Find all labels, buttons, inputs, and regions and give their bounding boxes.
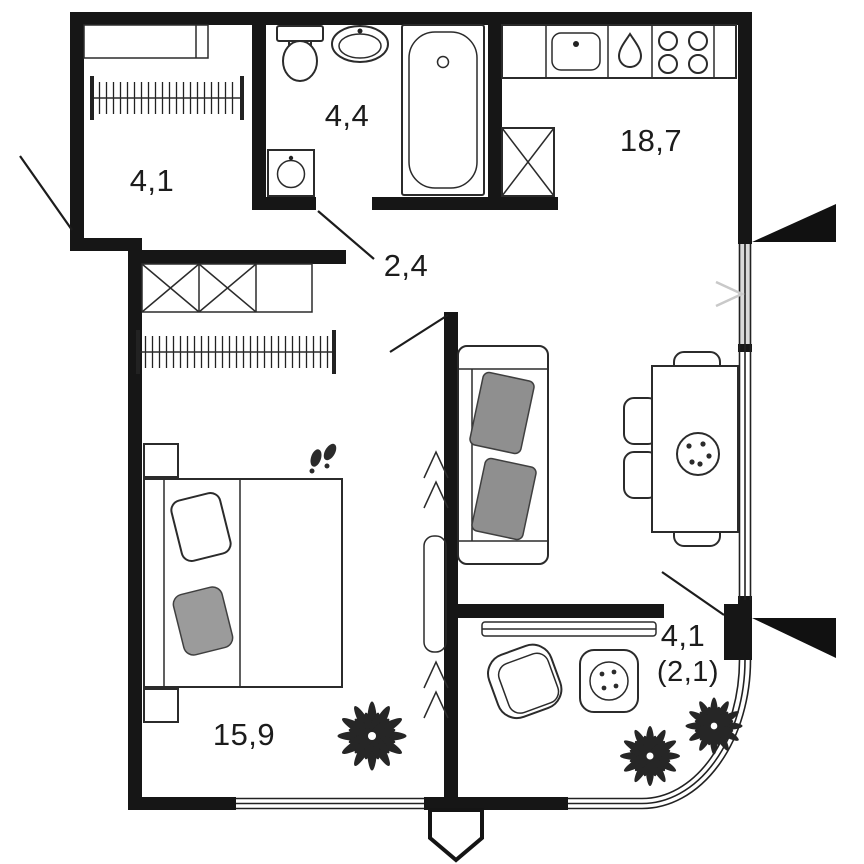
wall-left-lower [128, 238, 142, 810]
side-table-icon [579, 649, 639, 713]
window-bottom-glazing-lines [236, 797, 424, 810]
sink-cabinet-icon [267, 149, 315, 197]
footprints-icon [309, 443, 337, 474]
dining-table-icon [651, 365, 739, 533]
room-label-corridor: 2,4 [384, 248, 429, 283]
sofa-cushion [469, 371, 535, 455]
wall-bathroom-bottom-b [372, 197, 558, 210]
balcony-door-leaf [661, 571, 725, 616]
north-marker-icon [428, 808, 484, 863]
entrance-door-icon [19, 155, 73, 231]
nightstand-icon [143, 688, 179, 723]
plate-icon [676, 432, 720, 476]
balcony-glazing-lines [568, 659, 752, 810]
room-label-hallway: 4,1 [130, 163, 175, 198]
tap-dot [288, 155, 294, 161]
pillow-icon [170, 491, 232, 563]
window-right-glazing-lines [738, 244, 752, 600]
wall-left-upper [70, 12, 84, 244]
room-label-loggia-secondary: (2,1) [657, 656, 719, 688]
wall-hall-bottom [70, 238, 142, 251]
room-label-bathroom: 4,4 [325, 98, 370, 133]
doors [19, 155, 725, 616]
wall-top [70, 12, 752, 25]
living-room-furniture [457, 345, 739, 637]
wall-balcony-corner-block [724, 604, 752, 660]
wall-bathroom-left [252, 12, 266, 210]
tv-console-icon [423, 450, 449, 719]
plan-markers [428, 204, 836, 863]
wall-balcony-divider [444, 604, 664, 618]
dining-set [623, 351, 739, 547]
sofa-cushion [471, 457, 537, 541]
section-arrow-icon [752, 618, 836, 658]
wall-bottom-b [424, 797, 568, 810]
windows [236, 244, 752, 810]
stove-icon [658, 31, 708, 74]
wall-right-upper [738, 12, 752, 244]
pillow-icon [172, 586, 234, 656]
bed-icon [143, 443, 343, 723]
bathroom-fixtures [267, 24, 485, 197]
washbasin-icon [331, 25, 389, 63]
bedroom-furniture [136, 263, 449, 771]
hall-cabinet-icon [83, 24, 209, 59]
room-labels: 4,1 4,4 2,4 18,7 15,9 4,1 (2,1) [130, 98, 719, 752]
window-vent-chevron-icon [715, 280, 745, 308]
kitchen-sink-icon [551, 32, 601, 71]
toilet-icon [276, 25, 324, 82]
sofa-icon [457, 345, 549, 565]
hallway-furniture [83, 24, 244, 120]
balcony-furniture [487, 643, 743, 786]
kitchen-fixtures [501, 24, 737, 197]
bathtub-icon [401, 24, 485, 196]
bedroom-door-leaf [389, 314, 449, 353]
bathroom-door-leaf [317, 210, 375, 260]
walls [70, 12, 752, 810]
water-drop-icon [617, 32, 643, 68]
wall-bottom-a [128, 797, 236, 810]
nightstand-icon [143, 443, 179, 478]
plant-icon [337, 701, 407, 771]
room-label-loggia: 4,1 [661, 618, 706, 653]
tap-dot [357, 28, 363, 34]
wall-bathroom-kitchen [488, 12, 502, 210]
plant-icon [620, 726, 680, 786]
room-label-bedroom: 15,9 [213, 717, 275, 752]
section-arrow-icon [752, 204, 836, 242]
armchair-icon [487, 643, 563, 720]
wall-bedroom-top [128, 250, 346, 264]
room-label-kitchen-living: 18,7 [620, 123, 682, 158]
wall-bathroom-bottom-a [252, 197, 316, 210]
wall-right-tick-2 [738, 596, 752, 606]
washing-machine-icon [501, 127, 555, 197]
wardrobe-icon [141, 263, 313, 313]
coat-rack-icon [136, 330, 336, 374]
coat-rack-icon [90, 76, 244, 120]
